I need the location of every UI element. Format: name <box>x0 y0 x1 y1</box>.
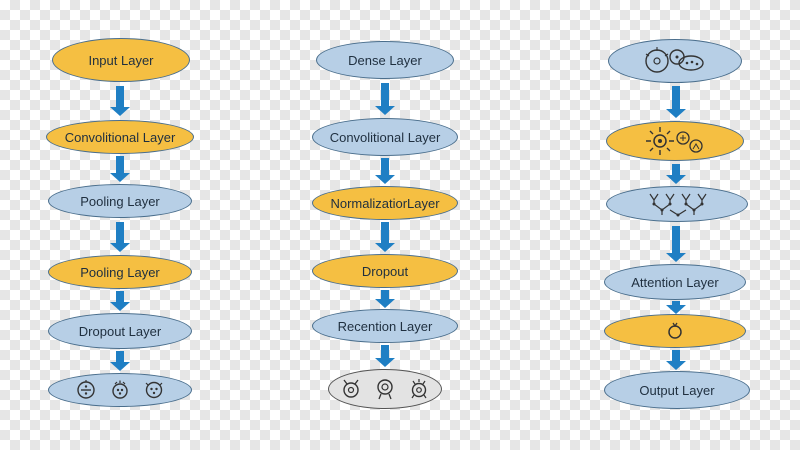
node-attention-layer: Attention Layer <box>604 264 746 300</box>
flow-arrow <box>666 164 686 184</box>
node-small-circle <box>604 314 746 348</box>
node-label: Attention Layer <box>631 274 719 290</box>
node-dropout: Dropout <box>312 254 458 288</box>
neuron-divide-icon <box>77 380 95 399</box>
flow-arrow <box>110 351 130 371</box>
neuron-ring-icon <box>145 381 163 399</box>
node-recention-layer: Recention Layer <box>312 309 458 343</box>
node-label: NormalizatiorLayer <box>330 195 440 211</box>
node-label: Dropout <box>361 263 409 279</box>
node-label: Pooling Layer <box>80 264 160 280</box>
neuron-target-icon <box>377 379 393 400</box>
node-sun-gear <box>606 121 744 161</box>
node-label: Pooling Layer <box>80 193 160 209</box>
flow-arrow <box>375 290 395 308</box>
node-pooling-layer-2: Pooling Layer <box>48 255 192 289</box>
flow-arrow <box>110 156 130 182</box>
node-label: Dense Layer <box>348 52 422 68</box>
flow-arrow <box>375 158 395 184</box>
node-label: Recention Layer <box>337 318 433 334</box>
flow-arrow <box>375 345 395 367</box>
small-circle-icon <box>668 322 682 339</box>
node-pooling-layer: Pooling Layer <box>48 184 192 218</box>
node-neuron-icons <box>328 369 442 409</box>
neuron-spiky-icon <box>411 379 427 399</box>
node-input-layer: Input Layer <box>52 38 190 82</box>
node-dense-layer: Dense Layer <box>316 41 454 79</box>
neuron-ring-icon <box>343 379 359 398</box>
node-network-tree <box>606 186 748 222</box>
flow-arrow <box>666 226 686 262</box>
node-cell-cluster <box>608 39 742 83</box>
flow-arrow <box>375 222 395 252</box>
node-label: Convolitional Layer <box>329 129 441 145</box>
flow-arrow <box>666 350 686 370</box>
neuron-dots-icon <box>112 380 128 399</box>
node-neuron-icons <box>48 373 192 407</box>
flow-arrow <box>110 86 130 116</box>
flow-arrow <box>110 291 130 311</box>
node-label: Output Layer <box>639 382 715 398</box>
network-tree-icon <box>649 193 707 217</box>
flow-arrow <box>375 83 395 115</box>
flow-arrow <box>666 301 686 314</box>
flow-arrow <box>666 86 686 118</box>
node-convolutional-layer: Convolitional Layer <box>46 120 194 154</box>
node-dropout-layer: Dropout Layer <box>48 313 192 349</box>
node-convolutional-layer: Convolitional Layer <box>312 118 458 156</box>
node-normalization-layer: NormalizatiorLayer <box>312 186 458 220</box>
node-label: Input Layer <box>88 52 154 68</box>
sun-gear-icon <box>646 127 703 155</box>
node-label: Convolitional Layer <box>64 129 176 145</box>
cell-cluster-icon <box>645 47 704 73</box>
node-output-layer: Output Layer <box>604 371 750 409</box>
node-label: Dropout Layer <box>78 323 162 339</box>
flow-arrow <box>110 222 130 252</box>
